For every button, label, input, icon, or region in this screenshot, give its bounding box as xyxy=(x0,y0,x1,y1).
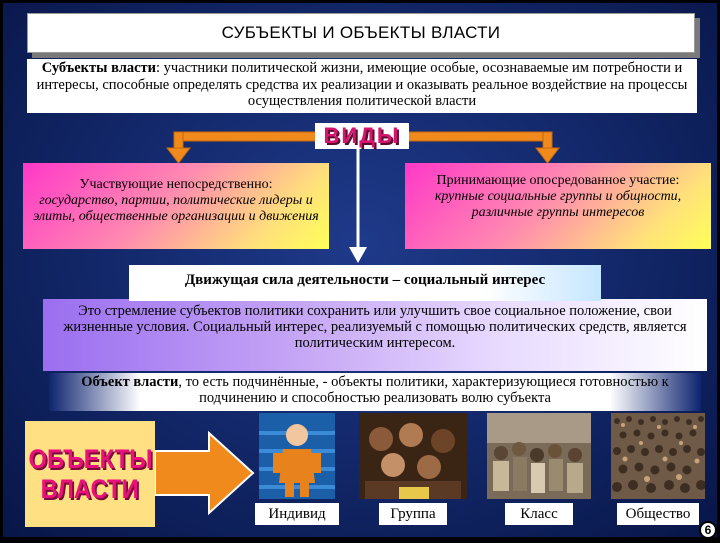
objects-label-line2: ВЛАСТИ xyxy=(41,474,139,504)
title-box: СУБЪЕКТЫ И ОБЪЕКТЫ ВЛАСТИ xyxy=(27,13,695,53)
subjects-definition: Субъекты власти: участники политической … xyxy=(27,59,697,113)
subjects-text: : участники политической жизни, имеющие … xyxy=(36,60,688,109)
indirect-participation-items: крупные социальные группы и общности, ра… xyxy=(434,189,682,220)
object-kind-caption: Общество xyxy=(617,503,699,525)
indirect-participation-lead: Принимающие опосредованное участие: xyxy=(436,173,680,188)
object-term: Объект власти xyxy=(81,374,179,390)
direct-participation-lead: Участвующие непосредственно: xyxy=(79,177,273,192)
types-label-text: ВИДЫ xyxy=(323,123,401,148)
types-label: ВИДЫ xyxy=(315,123,409,149)
individual-photo xyxy=(259,413,335,499)
object-kind-caption: Класс xyxy=(505,503,573,525)
direct-participation-items: государство, партии, политические лидеры… xyxy=(33,193,319,224)
society-photo xyxy=(611,413,705,499)
object-definition: Объект власти, то есть подчинённые, - об… xyxy=(49,373,701,411)
objects-of-power-label: ОБЪЕКТЫ ВЛАСТИ xyxy=(25,421,155,527)
object-text: , то есть подчинённые, - объекты политик… xyxy=(178,374,669,406)
group-photo xyxy=(359,413,467,499)
object-kind-caption: Группа xyxy=(379,503,447,525)
subjects-term: Субъекты власти xyxy=(41,60,157,76)
driving-force-box: Движущая сила деятельности – социальный … xyxy=(129,265,601,301)
page-title: СУБЪЕКТЫ И ОБЪЕКТЫ ВЛАСТИ xyxy=(221,23,501,42)
class-photo xyxy=(487,413,591,499)
driving-force-explanation: Это стремление субъектов политики сохран… xyxy=(43,299,707,371)
indirect-participation-box: Принимающие опосредованное участие: круп… xyxy=(405,163,711,249)
driving-explanation-text: Это стремление субъектов политики сохран… xyxy=(63,303,687,351)
objects-label-line1: ОБЪЕКТЫ xyxy=(27,444,153,474)
page-number: 6 xyxy=(699,521,717,539)
driving-force-text: Движущая сила деятельности – социальный … xyxy=(184,272,546,288)
object-kind-caption: Индивид xyxy=(255,503,339,525)
direct-participation-box: Участвующие непосредственно: государство… xyxy=(23,163,329,249)
